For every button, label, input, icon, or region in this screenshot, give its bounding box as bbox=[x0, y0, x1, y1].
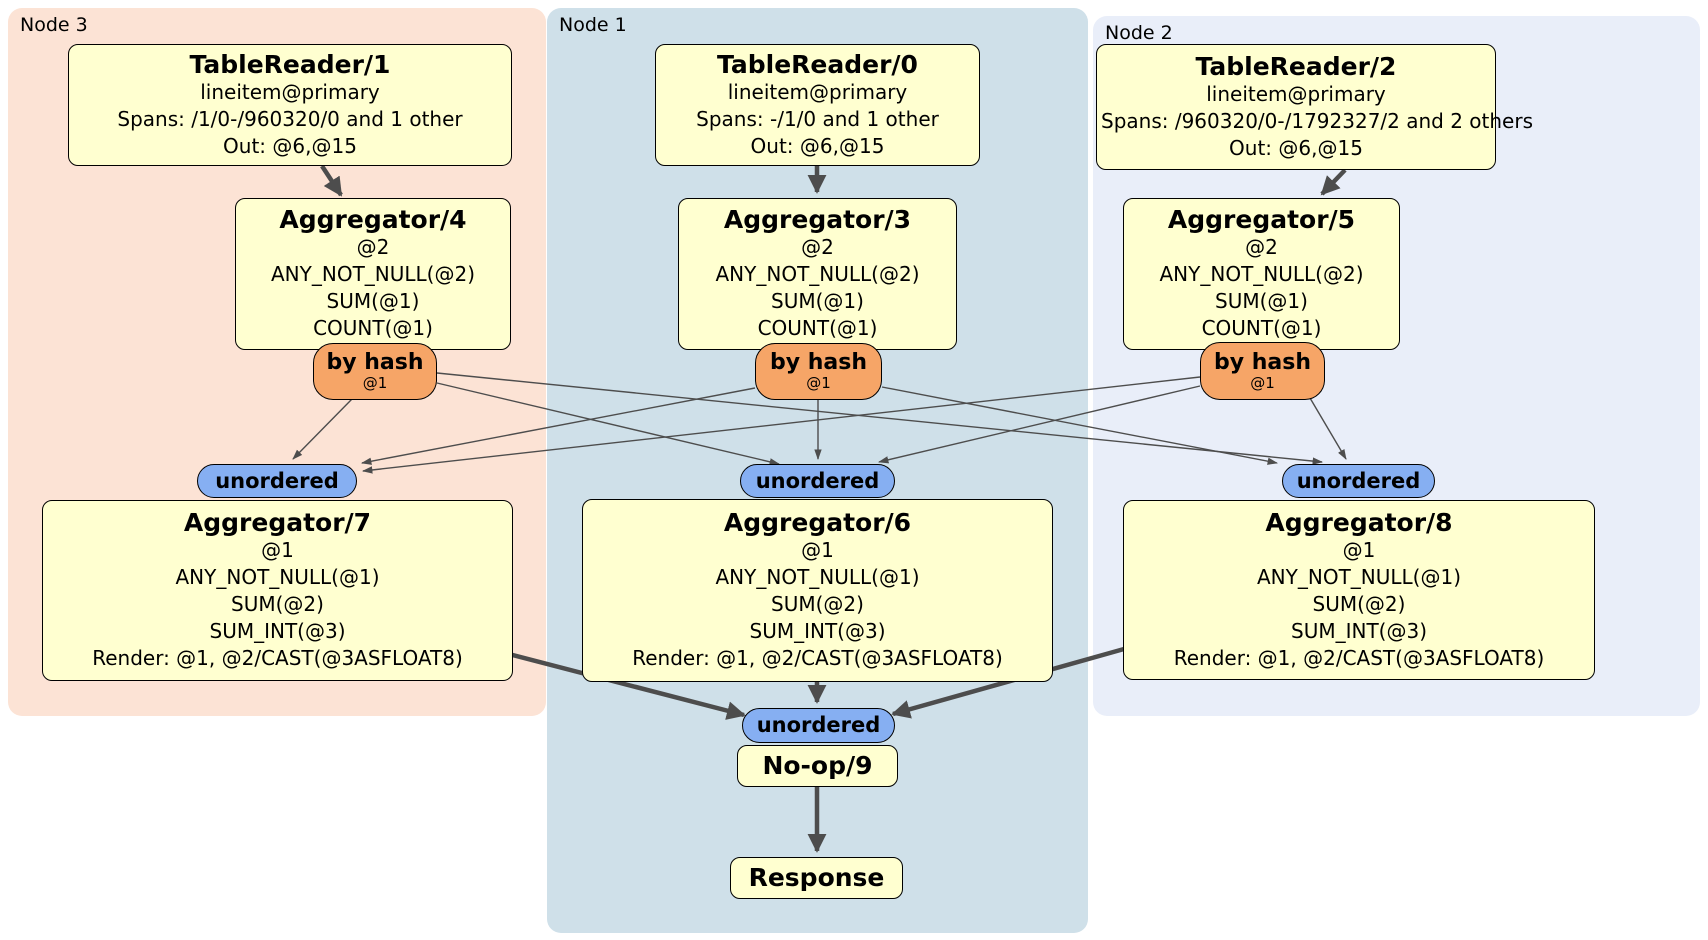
box-line: Spans: /1/0-/960320/0 and 1 other bbox=[117, 106, 463, 131]
pill-unordered-node3: unordered bbox=[197, 464, 357, 498]
pill-sublabel: @1 bbox=[362, 374, 388, 393]
box-title: Aggregator/7 bbox=[183, 508, 372, 537]
box-line: SUM(@1) bbox=[326, 289, 420, 313]
pill-label: by hash bbox=[769, 350, 867, 376]
pill-sublabel: @1 bbox=[806, 374, 831, 393]
box-line: ANY_NOT_NULL(@1) bbox=[1257, 564, 1461, 589]
pill-unordered-node1: unordered bbox=[740, 464, 895, 498]
box-line: COUNT(@1) bbox=[313, 316, 433, 340]
box-title: Aggregator/6 bbox=[723, 508, 912, 537]
box-tablereader-0: TableReader/0 lineitem@primary Spans: -/… bbox=[655, 44, 980, 166]
box-line: lineitem@primary bbox=[727, 79, 908, 104]
box-response: Response bbox=[730, 857, 903, 899]
box-title: TableReader/1 bbox=[189, 49, 391, 79]
box-line: Out: @6,@15 bbox=[750, 133, 885, 158]
box-line: lineitem@primary bbox=[1206, 81, 1386, 106]
box-line: Out: @6,@15 bbox=[1229, 135, 1363, 160]
box-line: ANY_NOT_NULL(@2) bbox=[1159, 262, 1364, 286]
box-aggregator-4: Aggregator/4 @2 ANY_NOT_NULL(@2) SUM(@1)… bbox=[235, 198, 511, 350]
box-line: SUM_INT(@3) bbox=[209, 619, 346, 643]
pill-by-hash-node2: by hash @1 bbox=[1200, 342, 1325, 400]
box-line: SUM(@2) bbox=[771, 592, 864, 616]
box-title: Aggregator/3 bbox=[723, 205, 912, 234]
box-aggregator-3: Aggregator/3 @2 ANY_NOT_NULL(@2) SUM(@1)… bbox=[678, 198, 957, 350]
box-line: SUM(@2) bbox=[1312, 591, 1406, 616]
box-title: Aggregator/8 bbox=[1265, 507, 1453, 537]
pill-label: unordered bbox=[756, 713, 881, 737]
box-title: TableReader/0 bbox=[717, 49, 918, 79]
pill-by-hash-node1: by hash @1 bbox=[755, 343, 882, 400]
box-line: SUM(@1) bbox=[771, 289, 864, 313]
box-line: Spans: -/1/0 and 1 other bbox=[696, 106, 939, 131]
box-aggregator-5: Aggregator/5 @2 ANY_NOT_NULL(@2) SUM(@1)… bbox=[1123, 198, 1400, 350]
box-aggregator-7: Aggregator/7 @1 ANY_NOT_NULL(@1) SUM(@2)… bbox=[42, 500, 513, 681]
box-line: @2 bbox=[356, 235, 390, 259]
pill-sublabel: @1 bbox=[1250, 373, 1275, 392]
box-line: COUNT(@1) bbox=[1201, 316, 1322, 340]
box-line: Render: @1, @2/CAST(@3ASFLOAT8) bbox=[1173, 645, 1545, 670]
box-line: @2 bbox=[1245, 235, 1278, 259]
box-line: @1 bbox=[1342, 537, 1376, 562]
box-line: SUM(@2) bbox=[231, 592, 324, 616]
pill-label: unordered bbox=[215, 468, 339, 493]
pill-label: by hash bbox=[1213, 349, 1311, 375]
box-line: Render: @1, @2/CAST(@3ASFLOAT8) bbox=[632, 646, 1003, 670]
box-title: Aggregator/4 bbox=[279, 205, 467, 234]
box-line: @2 bbox=[801, 235, 834, 259]
box-line: COUNT(@1) bbox=[757, 316, 878, 340]
pill-label: by hash bbox=[326, 350, 424, 376]
box-title: TableReader/2 bbox=[1195, 51, 1397, 81]
box-title: Aggregator/5 bbox=[1167, 205, 1356, 234]
box-line: ANY_NOT_NULL(@2) bbox=[715, 262, 920, 286]
box-line: @1 bbox=[261, 538, 294, 562]
box-line: @1 bbox=[801, 538, 834, 562]
box-line: SUM(@1) bbox=[1215, 289, 1308, 313]
box-line: ANY_NOT_NULL(@1) bbox=[715, 565, 920, 589]
box-title: No-op/9 bbox=[762, 751, 873, 780]
box-line: SUM_INT(@3) bbox=[1291, 618, 1427, 643]
box-tablereader-2: TableReader/2 lineitem@primary Spans: /9… bbox=[1096, 44, 1534, 170]
box-title: Response bbox=[748, 863, 885, 892]
box-tablereader-1: TableReader/1 lineitem@primary Spans: /1… bbox=[68, 44, 512, 166]
pill-unordered-node2: unordered bbox=[1282, 464, 1435, 498]
box-aggregator-8: Aggregator/8 @1 ANY_NOT_NULL(@1) SUM(@2)… bbox=[1123, 500, 1595, 680]
region-node-1-label: Node 1 bbox=[559, 14, 627, 36]
box-line: Render: @1, @2/CAST(@3ASFLOAT8) bbox=[92, 646, 463, 670]
box-line: ANY_NOT_NULL(@1) bbox=[175, 565, 380, 589]
box-line: Spans: /960320/0-/1792327/2 and 2 others bbox=[1101, 108, 1534, 133]
pill-unordered-final: unordered bbox=[742, 708, 895, 743]
pill-label: unordered bbox=[755, 468, 880, 493]
region-node-2-label: Node 2 bbox=[1105, 22, 1173, 44]
box-noop-9: No-op/9 bbox=[737, 745, 898, 787]
pill-label: unordered bbox=[1296, 468, 1421, 493]
region-node-3-label: Node 3 bbox=[20, 14, 88, 36]
box-line: lineitem@primary bbox=[200, 79, 380, 104]
box-line: SUM_INT(@3) bbox=[749, 619, 886, 643]
box-line: Out: @6,@15 bbox=[223, 133, 357, 158]
box-line: ANY_NOT_NULL(@2) bbox=[271, 262, 475, 286]
box-aggregator-6: Aggregator/6 @1 ANY_NOT_NULL(@1) SUM(@2)… bbox=[582, 499, 1053, 682]
pill-by-hash-node3: by hash @1 bbox=[313, 343, 437, 400]
